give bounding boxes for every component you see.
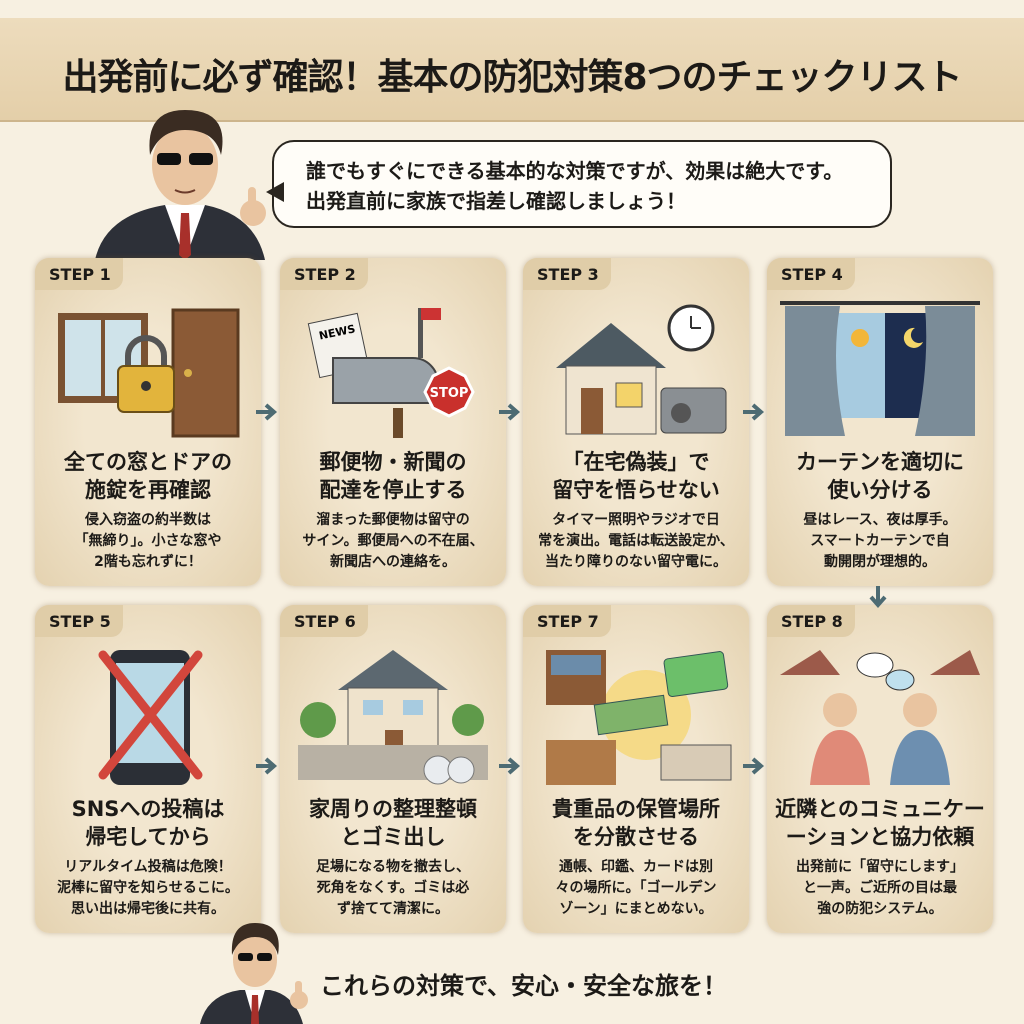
valuables-illustration xyxy=(546,650,732,785)
step-desc-line: 泥棒に留守を知らせるこに。 xyxy=(57,880,239,896)
step-desc-line: 足場になる物を撤去し、 xyxy=(316,859,470,875)
arrow-right-icon xyxy=(256,403,278,421)
step-title-line: 貴重品の保管場所 xyxy=(552,797,720,821)
step-desc-line: サイン。郵便局への不在届、 xyxy=(302,533,484,549)
step-title-line: とゴミ出し xyxy=(340,825,446,849)
step-card-1: STEP 1 全ての窓とドアの施錠を再確認 侵入窃盗の約半数は「無締り」。小さな… xyxy=(35,258,261,586)
page-title: 出発前に必ず確認！基本の防犯対策8つのチェックリスト xyxy=(62,57,962,98)
step-title-line: カーテンを適切に xyxy=(796,450,964,474)
step-desc-line: 2階も忘れずに！ xyxy=(94,554,202,570)
step-card-3: STEP 3 「在宅偽装」で留守を悟らせない タイマー照明やラジオで日常を演出。… xyxy=(523,258,749,586)
step-desc-line: 出発前に「留守にします」 xyxy=(796,859,964,875)
title-banner: 出発前に必ず確認！基本の防犯対策8つのチェックリスト xyxy=(0,18,1024,122)
presenter-small-illustration xyxy=(200,923,308,1024)
step-card-4: STEP 4 カーテンを適切に使い分ける 昼はレース、夜は厚手。スマートカーテン… xyxy=(767,258,993,586)
step-title-line: 使い分ける xyxy=(827,478,933,502)
speech-bubble: 誰でもすぐにできる基本的な対策ですが、効果は絶大です。 出発直前に家族で指差し確… xyxy=(266,140,892,228)
step-title-line: 留守を悟らせない xyxy=(552,478,720,502)
step-title-line: ーションと協力依頼 xyxy=(785,825,975,849)
step-desc-line: 昼はレース、夜は厚手。 xyxy=(803,512,957,528)
arrow-down-icon xyxy=(869,586,887,609)
step-desc-line: 新聞店への連絡を。 xyxy=(330,554,456,570)
step-desc-line: 溜まった郵便物は留守の xyxy=(316,512,470,528)
step-label: STEP 6 xyxy=(280,605,368,637)
curtain-window-illustration xyxy=(780,301,980,436)
stop-sign-text: STOP xyxy=(430,386,469,401)
step-card-5: STEP 5 SNSへの投稿は帰宅してから リアルタイム投稿は危険！ 泥棒に留守を… xyxy=(35,605,261,933)
step-desc-line: ず捨てて清潔に。 xyxy=(337,901,449,917)
step-title-line: 郵便物・新聞の xyxy=(319,450,467,474)
arrow-right-icon xyxy=(499,403,521,421)
step-title-line: SNSへの投稿は xyxy=(71,797,225,821)
step-desc-line: タイマー照明やラジオで日 xyxy=(552,512,720,528)
step-desc-line: と一声。ご近所の目は最 xyxy=(803,880,957,896)
speech-line-1: 誰でもすぐにできる基本的な対策ですが、効果は絶大です。 xyxy=(306,159,844,183)
step-title-line: 家周りの整理整頓 xyxy=(309,797,477,821)
step-desc-line: 強の防犯システム。 xyxy=(817,901,943,917)
step-title-line: を分散させる xyxy=(573,825,699,849)
step-label: STEP 3 xyxy=(523,258,611,290)
step-desc-line: 思い出は帰宅後に共有。 xyxy=(71,901,225,917)
step-title-line: 「在宅偽装」で xyxy=(562,450,710,474)
step-desc-line: 当たり障りのない留守電に。 xyxy=(545,554,727,570)
house-radio-clock-illustration xyxy=(556,304,727,435)
presenter-illustration xyxy=(95,110,266,260)
footer-message: これらの対策で、安心・安全な旅を！ xyxy=(320,972,728,1000)
step-desc-line: 々の場所に。「ゴールデン xyxy=(555,880,717,896)
tidy-house-illustration xyxy=(298,650,488,785)
step-card-6: STEP 6 家周りの整理整頓とゴミ出し 足場になる物を撤去し、死角をなくす。ゴ… xyxy=(280,605,506,933)
step-desc-line: ゾーン」にまとめない。 xyxy=(559,901,713,917)
arrow-right-icon xyxy=(743,403,765,421)
step-desc-line: 常を演出。電話は転送設定か、 xyxy=(538,533,734,549)
arrow-right-icon xyxy=(499,757,521,775)
step-card-2: STEP 2 NEWS STOP 郵便物・新聞の配達を停止する 溜まった郵便物は… xyxy=(280,258,506,586)
step-title-line: 全ての窓とドアの xyxy=(64,450,232,474)
step-desc-line: 侵入窃盗の約半数は xyxy=(85,512,211,528)
neighbors-talking-illustration xyxy=(780,650,980,785)
step-label: STEP 1 xyxy=(35,258,123,290)
step-title-line: 帰宅してから xyxy=(85,825,211,849)
arrow-right-icon xyxy=(743,757,765,775)
step-label: STEP 8 xyxy=(767,605,855,637)
step-desc-line: 動開閉が理想的。 xyxy=(824,554,936,570)
step-desc-line: リアルタイム投稿は危険！ xyxy=(64,859,232,875)
step-card-8: STEP 8 近隣とのコミュニケーーションと協力依頼 出発前に「留守にします」と… xyxy=(767,605,993,933)
step-title-line: 配達を停止する xyxy=(319,478,467,502)
smartphone-crossed-illustration xyxy=(98,650,203,785)
step-title-line: 施錠を再確認 xyxy=(85,478,211,502)
step-card-7: STEP 7 貴重品の保管場所を分散させる 通帳、印鑑、カードは別々の場所に。「… xyxy=(523,605,749,933)
step-label: STEP 2 xyxy=(280,258,368,290)
window-door-lock-illustration xyxy=(58,308,240,438)
step-label: STEP 5 xyxy=(35,605,123,637)
arrow-right-icon xyxy=(256,757,278,775)
step-desc-line: 「無締り」。小さな窓や xyxy=(74,533,222,549)
step-label: STEP 4 xyxy=(767,258,855,290)
speech-line-2: 出発直前に家族で指差し確認しましょう！ xyxy=(306,189,686,213)
step-label: STEP 7 xyxy=(523,605,611,637)
step-desc-line: 通帳、印鑑、カードは別 xyxy=(559,859,713,875)
step-desc-line: スマートカーテンで自 xyxy=(810,533,950,549)
step-desc-line: 死角をなくす。ゴミは必 xyxy=(316,880,470,896)
step-title-line: 近隣とのコミュニケー xyxy=(775,797,985,821)
mailbox-stop-illustration: NEWS STOP xyxy=(307,308,475,438)
